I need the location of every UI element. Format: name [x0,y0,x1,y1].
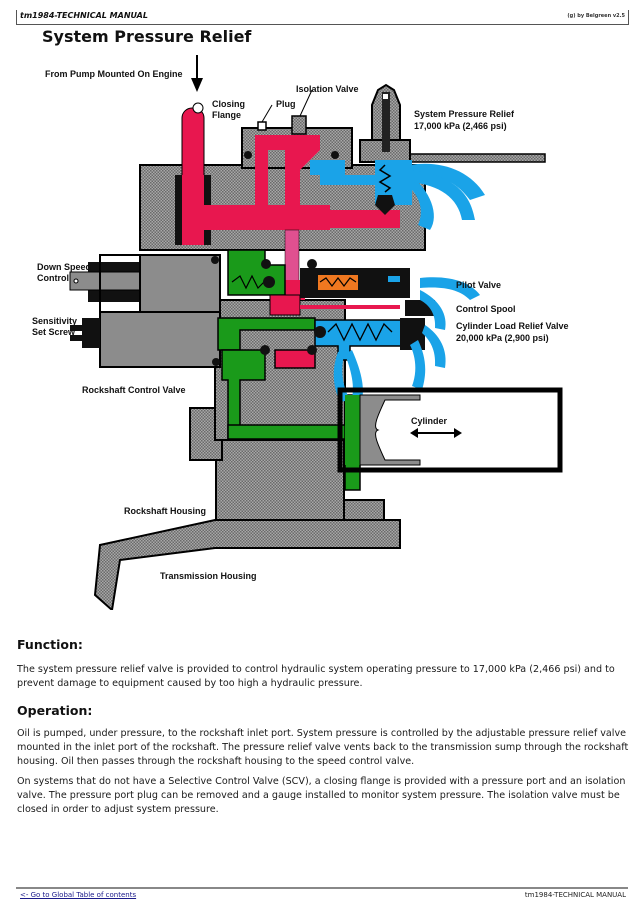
rockshaft-housing [215,439,345,521]
label-system-relief-1: System Pressure Relief [414,109,515,119]
credit-text: (g) by Belgreen v2.5 [567,13,625,19]
label-down-speed-2: Control [37,273,69,283]
footer-divider [16,887,628,889]
operation-paragraph-1: Oil is pumped, under pressure, to the ro… [17,728,629,767]
label-plug: Plug [276,99,296,109]
hydraulic-diagram: From Pump Mounted On Engine Closing Flan… [32,55,569,610]
label-from-pump: From Pump Mounted On Engine [45,69,183,79]
cylinder [337,387,563,473]
label-cyl-relief-1: Cylinder Load Relief Valve [456,321,569,331]
label-down-speed-1: Down Speed [37,262,91,272]
transmission-housing [93,519,401,610]
label-sensitivity-1: Sensitivity [32,316,77,326]
top-header-bar: tm1984-TECHNICAL MANUAL (g) by Belgreen … [16,10,629,25]
global-toc-link[interactable]: <- Go to Global Table of contents [20,891,137,899]
function-heading: Function: [17,637,83,652]
operation-heading: Operation: [17,703,93,718]
label-control-spool: Control Spool [456,304,516,314]
label-cyl-relief-2: 20,000 kPa (2,900 psi) [456,333,549,343]
function-paragraph: The system pressure relief valve is prov… [17,664,615,689]
green-oil-passage [227,249,286,296]
operation-paragraph-2: On systems that do not have a Selective … [17,776,626,815]
label-closing-flange-2: Flange [212,110,241,120]
label-transmission-housing: Transmission Housing [160,571,257,581]
footer-manual-title: tm1984-TECHNICAL MANUAL [524,891,626,899]
label-sensitivity-2: Set Screw [32,327,76,337]
label-cylinder: Cylinder [411,416,448,426]
manual-title: tm1984-TECHNICAL MANUAL [20,11,148,20]
label-pilot-valve: Pilot Valve [456,280,501,290]
label-system-relief-2: 17,000 kPa (2,466 psi) [414,121,507,131]
sensitivity-set-screw [99,311,221,368]
label-closing-flange-1: Closing [212,99,245,109]
label-rockshaft-control-valve: Rockshaft Control Valve [82,385,186,395]
label-rockshaft-housing: Rockshaft Housing [124,506,206,516]
page-title: System Pressure Relief [42,27,252,46]
label-isolation-valve: Isolation Valve [296,84,359,94]
